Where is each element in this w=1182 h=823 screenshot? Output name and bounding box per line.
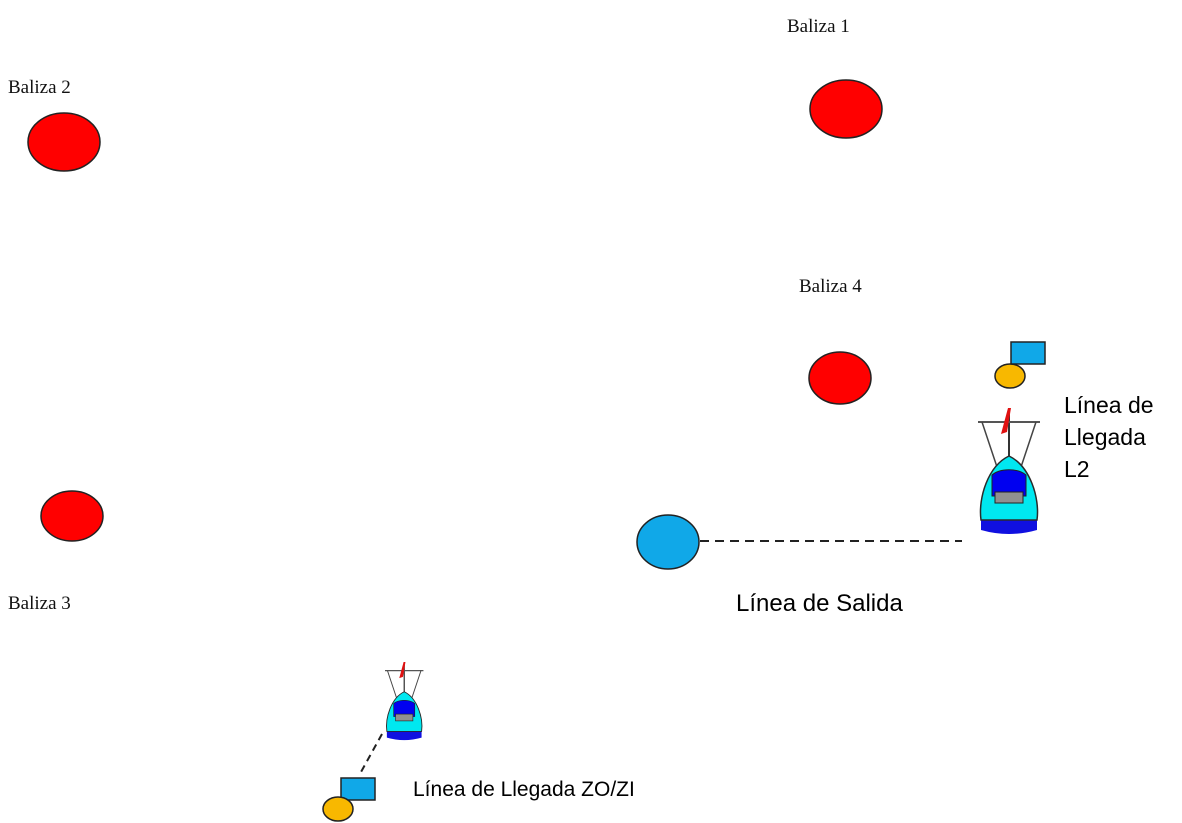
committee-boat-small-icon xyxy=(384,661,425,741)
mark-2-label: Baliza 2 xyxy=(8,77,71,98)
finish-l2-label: Línea de Llegada L2 xyxy=(1064,389,1154,485)
finish-l2-label-line-1: Línea de xyxy=(1064,392,1154,418)
mark-3-buoy xyxy=(40,490,104,542)
mark-4-buoy xyxy=(808,351,872,405)
mark-1-buoy xyxy=(809,79,883,139)
finish-zo-flag-buoy xyxy=(322,777,376,822)
committee-boat-icon xyxy=(977,407,1041,535)
finish-l2-flag-buoy xyxy=(994,341,1046,389)
mark-3-label: Baliza 3 xyxy=(8,593,71,614)
start-line-label: Línea de Salida xyxy=(736,590,903,617)
finish-zo-label: Línea de Llegada ZO/ZI xyxy=(413,778,635,801)
mark-2-buoy xyxy=(27,112,101,172)
finish-l2-label-line-3: L2 xyxy=(1064,456,1090,482)
finish-l2-label-line-2: Llegada xyxy=(1064,424,1146,450)
finish-zo-line xyxy=(360,733,383,773)
mark-4-label: Baliza 4 xyxy=(799,276,862,297)
start-buoy xyxy=(636,514,700,570)
mark-1-label: Baliza 1 xyxy=(787,16,850,37)
